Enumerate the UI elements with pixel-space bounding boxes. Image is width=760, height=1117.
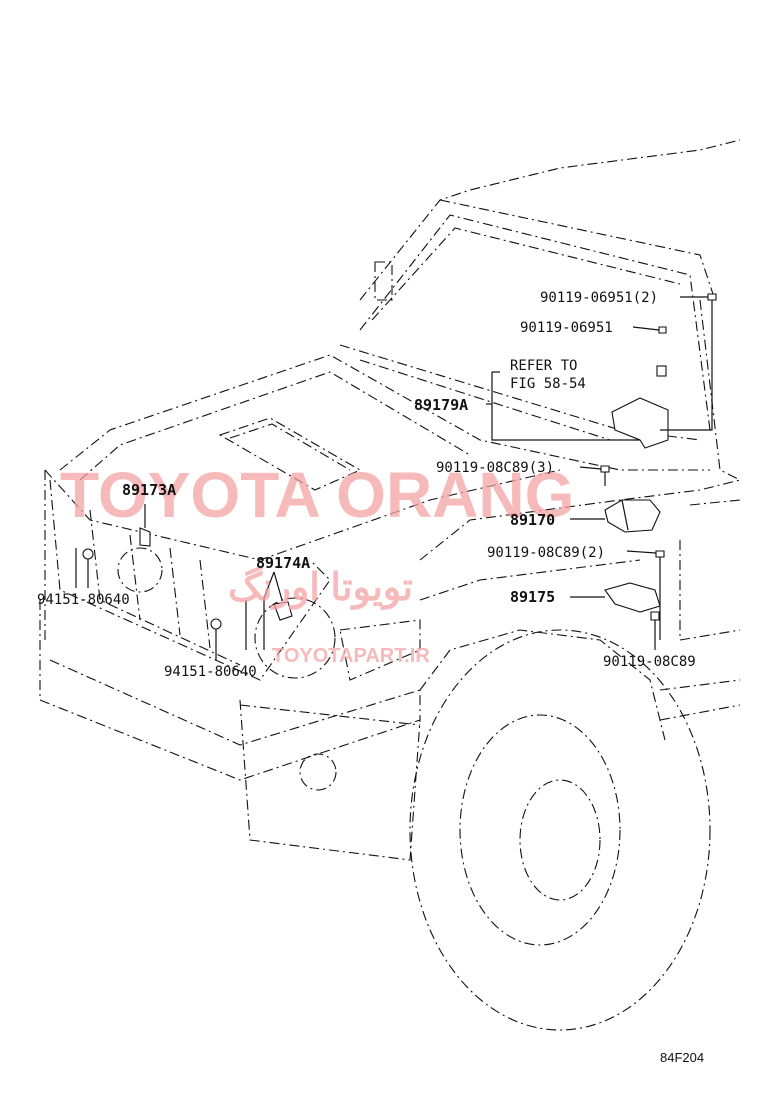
label-refer-fig: FIG 58-54 xyxy=(510,376,586,392)
watermark-main: TOYOTA ORANG xyxy=(60,459,574,531)
label-90119-06951: 90119-06951 xyxy=(520,320,613,336)
leader-lines xyxy=(75,296,713,660)
screw-90119-06951-icon xyxy=(658,326,667,334)
label-89179A: 89179A xyxy=(414,396,468,414)
label-refer-to: REFER TO xyxy=(510,358,577,374)
part-89174A-shape xyxy=(273,601,293,621)
nut-94151-80640-bottom-icon xyxy=(210,618,222,630)
part-89173A-shape xyxy=(139,527,151,547)
part-89170-shape xyxy=(604,499,661,533)
label-94151-80640-left: 94151-80640 xyxy=(37,592,130,608)
label-90119-08C89-2: 90119-08C89(2) xyxy=(487,545,605,561)
part-89179A-shape xyxy=(611,397,669,449)
screw-90119-08C89-icon xyxy=(650,611,660,621)
nut-94151-80640-left-icon xyxy=(82,548,94,560)
watermark-url: TOYOTAPART.IR xyxy=(272,645,430,667)
label-94151-80640-bottom: 94151-80640 xyxy=(164,664,257,680)
part-89179A-cap xyxy=(656,365,667,377)
watermark-persian: تویوتا اورنگ xyxy=(228,565,413,610)
figure-code: 84F204 xyxy=(660,1050,704,1065)
screw-90119-08C89-2-icon xyxy=(655,550,665,558)
sensor-parts xyxy=(82,293,717,630)
label-89170: 89170 xyxy=(510,511,555,529)
screw-90119-06951-2-icon xyxy=(707,293,717,301)
label-89173A: 89173A xyxy=(122,481,176,499)
label-89174A: 89174A xyxy=(256,554,310,572)
vehicle-outline xyxy=(39,139,741,1031)
watermark: TOYOTA ORANG تویوتا اورنگ TOYOTAPART.IR xyxy=(60,459,574,667)
label-90119-08C89: 90119-08C89 xyxy=(603,654,696,670)
label-89175: 89175 xyxy=(510,588,555,606)
label-90119-08C89-3: 90119-08C89(3) xyxy=(436,460,554,476)
part-labels: 90119-06951(2) 90119-06951 REFER TO FIG … xyxy=(37,290,696,680)
label-90119-06951-2: 90119-06951(2) xyxy=(540,290,658,306)
screw-90119-08C89-3-icon xyxy=(600,465,610,473)
part-89175-shape xyxy=(604,582,661,613)
